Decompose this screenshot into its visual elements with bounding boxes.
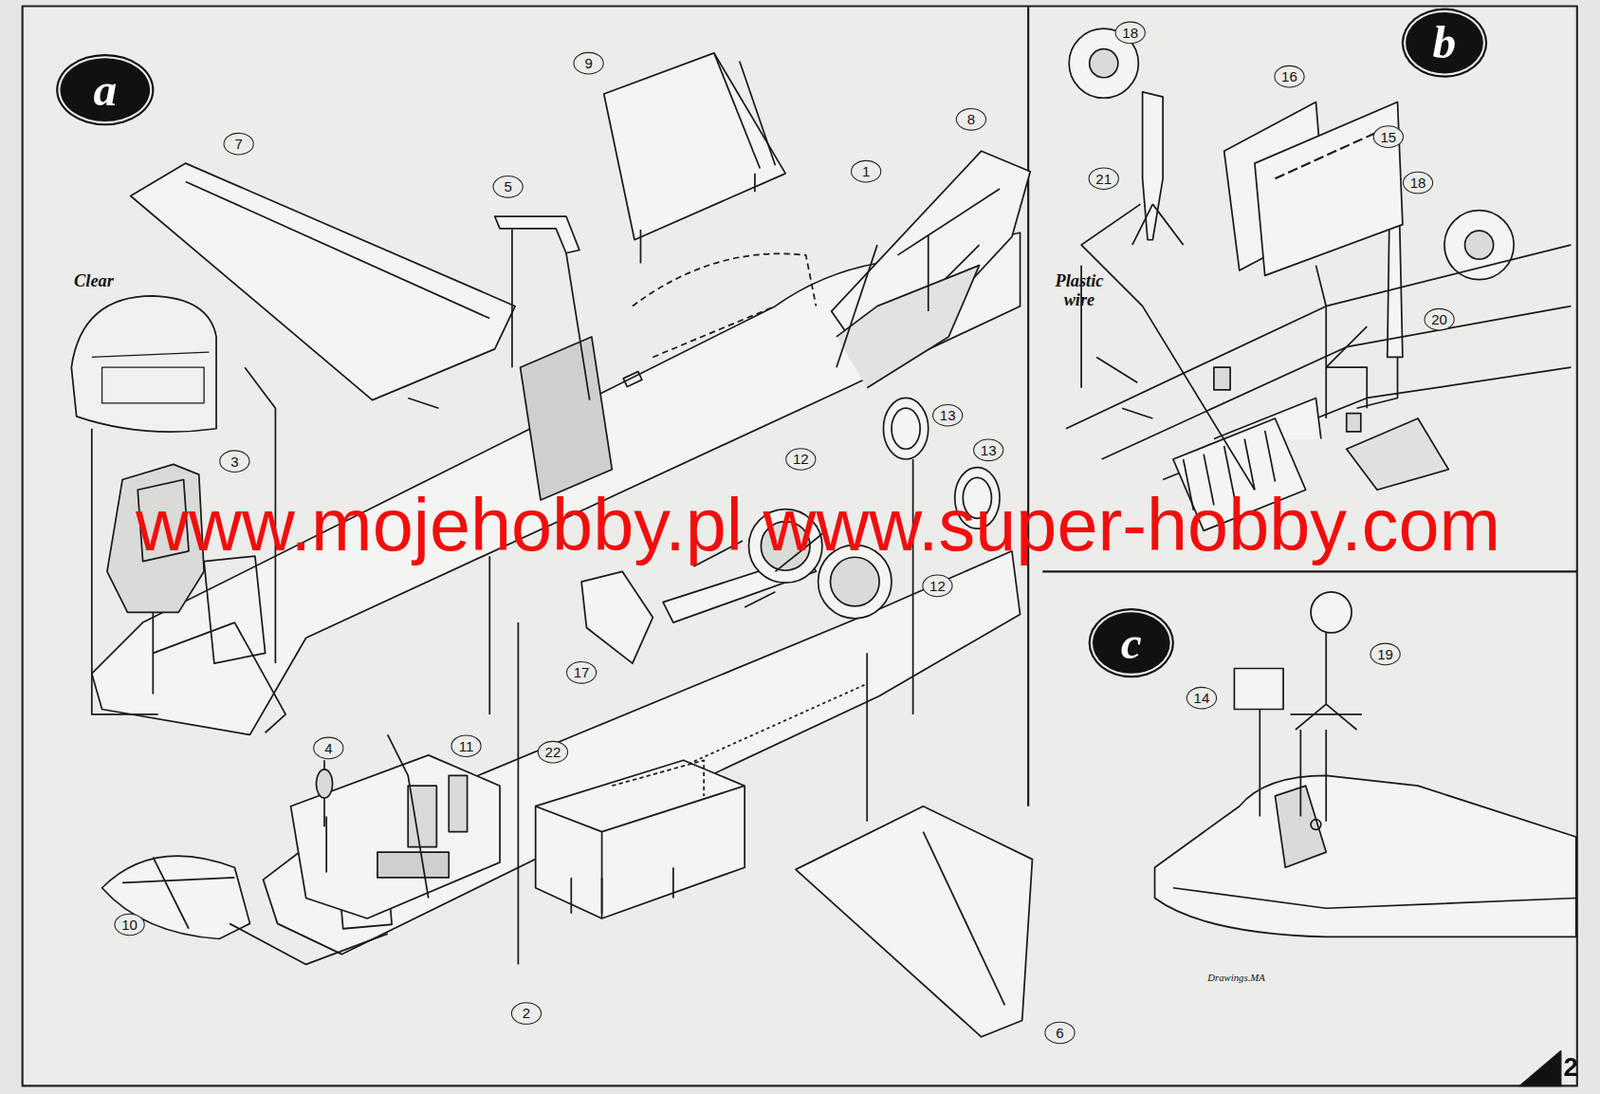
part-note: Clear: [73, 271, 114, 293]
callout-number: 18: [1402, 171, 1434, 195]
callout-number: 13: [932, 404, 963, 427]
callout-number: 12: [785, 447, 816, 471]
part-note: Plastic wire: [1048, 272, 1112, 309]
callout-number: 6: [1044, 1021, 1075, 1045]
callout-number: 14: [1186, 686, 1217, 710]
callout-number: 15: [1373, 125, 1404, 148]
section-letter: b: [1433, 18, 1457, 66]
section-marker: b: [1405, 12, 1484, 74]
callout-number: 1: [850, 160, 882, 184]
callout-number: 2: [511, 1001, 542, 1025]
callout-number: 9: [572, 52, 604, 75]
callout-number: 13: [973, 438, 1004, 461]
callout-number: 12: [921, 574, 953, 598]
callout-number: 17: [566, 661, 597, 684]
callout-number: 3: [219, 449, 250, 473]
section-letter: a: [92, 66, 117, 113]
section-marker: c: [1092, 611, 1171, 674]
callout-number: 20: [1423, 308, 1454, 332]
section-marker: a: [59, 57, 150, 122]
callout-number: 10: [113, 913, 145, 937]
artist-signature: Drawings.MA: [1207, 971, 1266, 983]
callout-number: 16: [1273, 65, 1305, 89]
callout-number: 11: [450, 734, 481, 757]
callout-number: 8: [956, 108, 987, 131]
callout-number: 4: [312, 736, 344, 760]
callout-number: 19: [1369, 643, 1400, 666]
section-letter: c: [1121, 619, 1142, 666]
callout-number: 5: [492, 175, 523, 199]
callout-number: 21: [1088, 166, 1120, 190]
callout-number: 7: [223, 132, 255, 156]
watermark: www.mojehobby.pl www.super-hobby.com: [135, 482, 1501, 567]
callout-number: 22: [537, 740, 569, 764]
page-number: 2: [1563, 1050, 1580, 1083]
callout-number: 18: [1115, 21, 1146, 45]
